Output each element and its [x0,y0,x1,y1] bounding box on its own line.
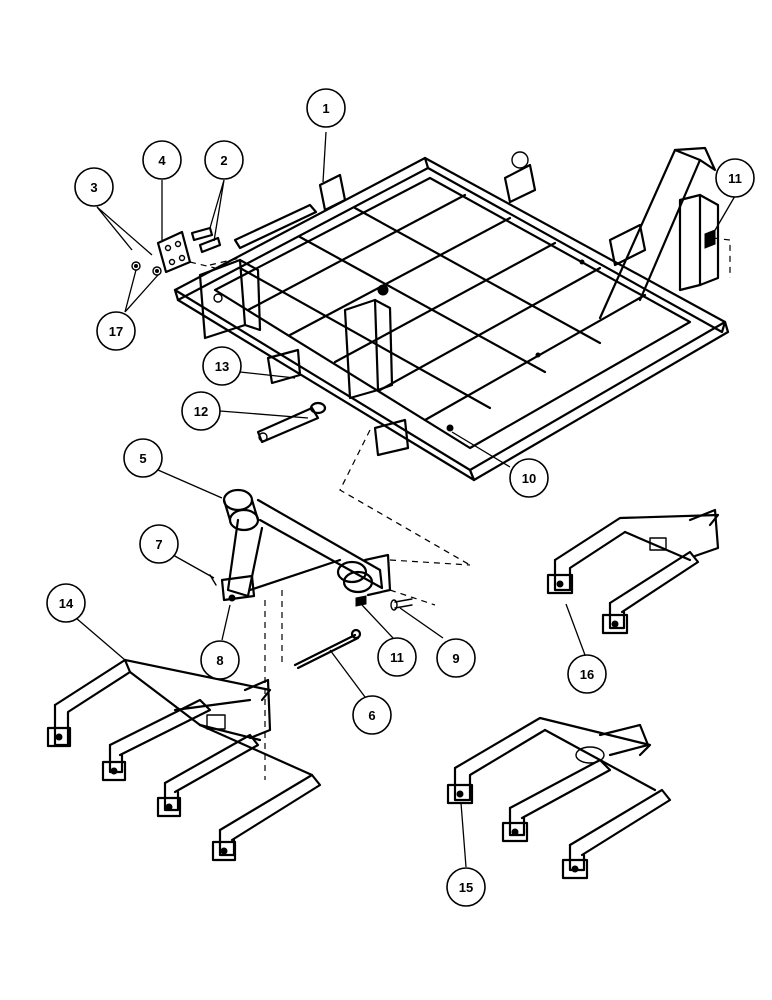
svg-text:11: 11 [728,171,742,186]
svg-text:1: 1 [322,101,329,116]
svg-text:8: 8 [216,653,223,668]
callout-10: 10 [509,458,549,498]
callout-13: 13 [202,346,242,386]
hitch-beam [209,488,413,611]
svg-text:5: 5 [139,451,146,466]
assembly-16 [546,508,720,635]
callout-6: 6 [352,695,392,735]
callout-16: 16 [567,654,607,694]
svg-text:2: 2 [220,153,227,168]
callout-11-bottom: 11 [377,637,417,677]
svg-text:12: 12 [194,404,208,419]
hardware-left [131,226,222,276]
callout-4: 4 [142,140,182,180]
leader-lines [75,131,736,868]
callout-1: 1 [306,88,346,128]
svg-text:14: 14 [59,596,74,611]
callout-17: 17 [96,311,136,351]
washer-right [704,229,731,278]
link-part [256,401,327,444]
svg-text:11: 11 [390,650,404,665]
svg-text:17: 17 [109,324,123,339]
svg-text:3: 3 [90,180,97,195]
assembly-15 [446,716,672,880]
svg-text:9: 9 [452,651,459,666]
callout-3: 3 [74,167,114,207]
main-frame [173,146,730,482]
svg-text:6: 6 [368,708,375,723]
svg-text:13: 13 [215,359,229,374]
svg-text:10: 10 [522,471,536,486]
svg-text:4: 4 [158,153,166,168]
callout-7: 7 [139,524,179,564]
callout-11-top: 11 [715,158,755,198]
svg-text:7: 7 [155,537,162,552]
callout-9: 9 [436,638,476,678]
callout-5: 5 [123,438,163,478]
svg-text:15: 15 [459,880,473,895]
callout-14: 14 [46,583,86,623]
callout-12: 12 [181,391,221,431]
callout-15: 15 [446,867,486,907]
assembly-14 [46,658,322,862]
pin [293,628,362,670]
callout-2: 2 [204,140,244,180]
callout-8: 8 [200,640,240,680]
svg-text:16: 16 [580,667,594,682]
